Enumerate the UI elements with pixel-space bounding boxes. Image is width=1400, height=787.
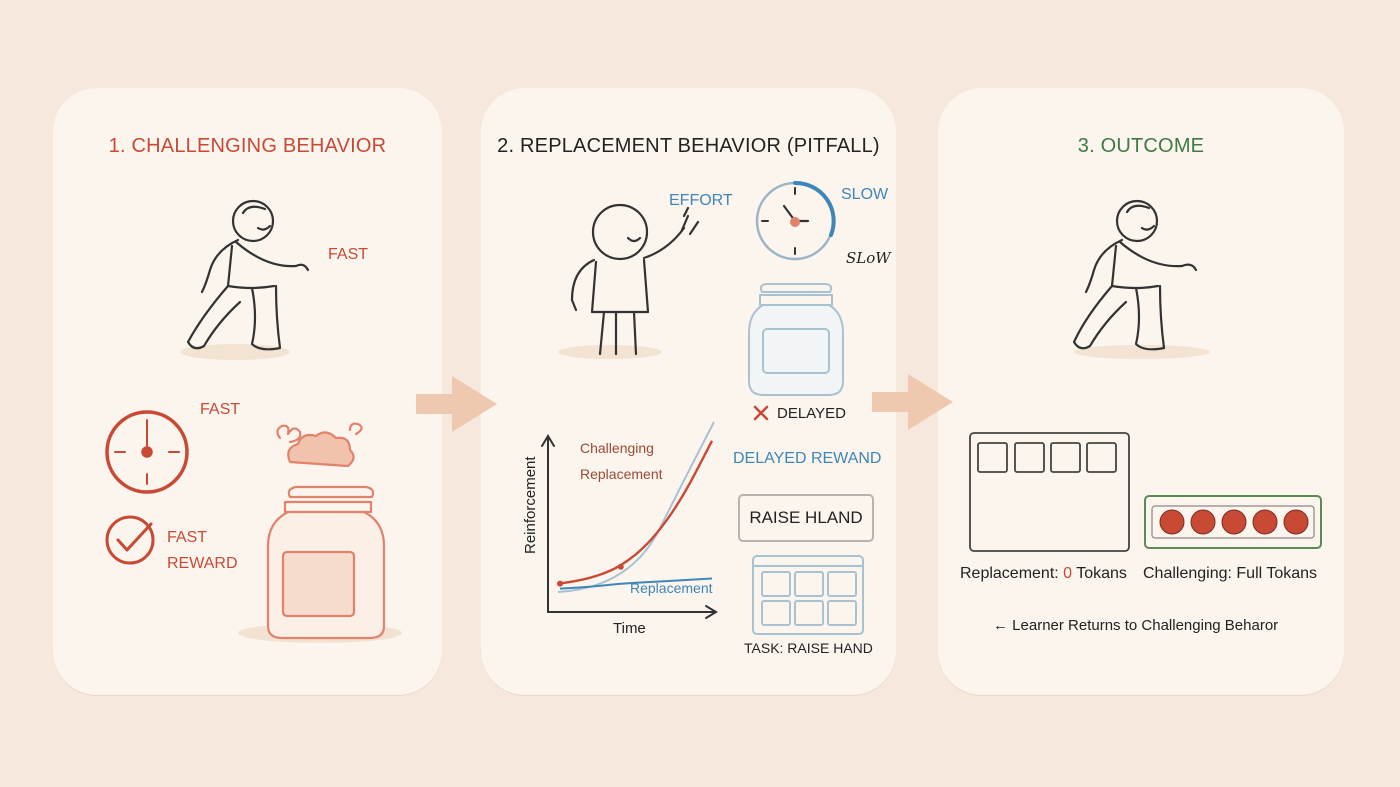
delayed-reward-label: DELAYED REWAND (733, 450, 882, 467)
panel-1-title: 1. CHALLENGING BEHAVIOR (108, 135, 387, 157)
task-label: TASK: RAISE HAND (744, 640, 873, 656)
chart-axes (541, 434, 718, 619)
waving-person-icon (558, 203, 700, 359)
token-board-icon (969, 432, 1130, 552)
return-note: ← Learner Returns to Challenging Beharor (993, 617, 1279, 634)
token (1283, 509, 1309, 535)
walking-person-icon (180, 199, 310, 360)
fast-reward-line-1: FAST (167, 529, 208, 546)
fast-reward-line-2: REWARD (167, 555, 238, 572)
series-point (617, 563, 624, 570)
raise-hand-button[interactable]: RAISE HLAND (738, 494, 874, 542)
chart-x-axis-label: Time (613, 620, 646, 637)
reinforcement-chart (541, 421, 718, 619)
task-grid-icon (752, 555, 864, 635)
chart-series-label-line-1: Challenging (580, 440, 654, 456)
effort-label: EFFORT (669, 192, 733, 209)
fast-reward-label: FAST REWARD (167, 525, 238, 577)
token (1221, 509, 1247, 535)
replacement-tokens-count: 0 (1063, 565, 1073, 582)
jar-icon (238, 422, 402, 643)
token (1159, 509, 1185, 535)
chart-series-label-replacement: Replacement (630, 580, 713, 596)
token-board-icon (1144, 495, 1322, 549)
slow-scribble-label: SLoW (846, 249, 891, 267)
check-icon (105, 515, 155, 565)
x-icon (753, 405, 769, 421)
series-line-replacement (559, 577, 713, 590)
fast-clock-label: FAST (200, 401, 241, 418)
token (1190, 509, 1216, 535)
replacement-tokens-suffix: Tokans (1072, 565, 1127, 582)
fast-label: FAST (328, 246, 369, 263)
token (1252, 509, 1278, 535)
clock-icon (105, 410, 189, 494)
slow-label: SLOW (841, 186, 889, 203)
panel-2-title: 2. REPLACEMENT BEHAVIOR (PITFALL) (497, 135, 880, 157)
token-row (1159, 509, 1309, 535)
panel-3-title: 3. OUTCOME (1077, 135, 1205, 157)
series-line-challenging (559, 440, 714, 585)
series-point (557, 580, 563, 587)
challenging-tokens-label: Challenging: Full Tokans (1143, 565, 1318, 582)
replacement-tokens-prefix: Replacement: (960, 565, 1064, 582)
chart-series-label-line-2: Replacement (580, 466, 663, 482)
delayed-label: DELAYED (777, 405, 846, 422)
panel-outcome (938, 88, 1344, 695)
arrow-right-icon (872, 374, 953, 430)
jar-icon (748, 283, 844, 396)
replacement-tokens-label: Replacement: 0 Tokans (960, 565, 1127, 583)
arrow-right-icon (416, 376, 497, 432)
chart-series-label-challenging: Challenging Replacement (580, 435, 663, 487)
walking-person-icon (1072, 199, 1210, 359)
clock-icon (755, 180, 836, 261)
